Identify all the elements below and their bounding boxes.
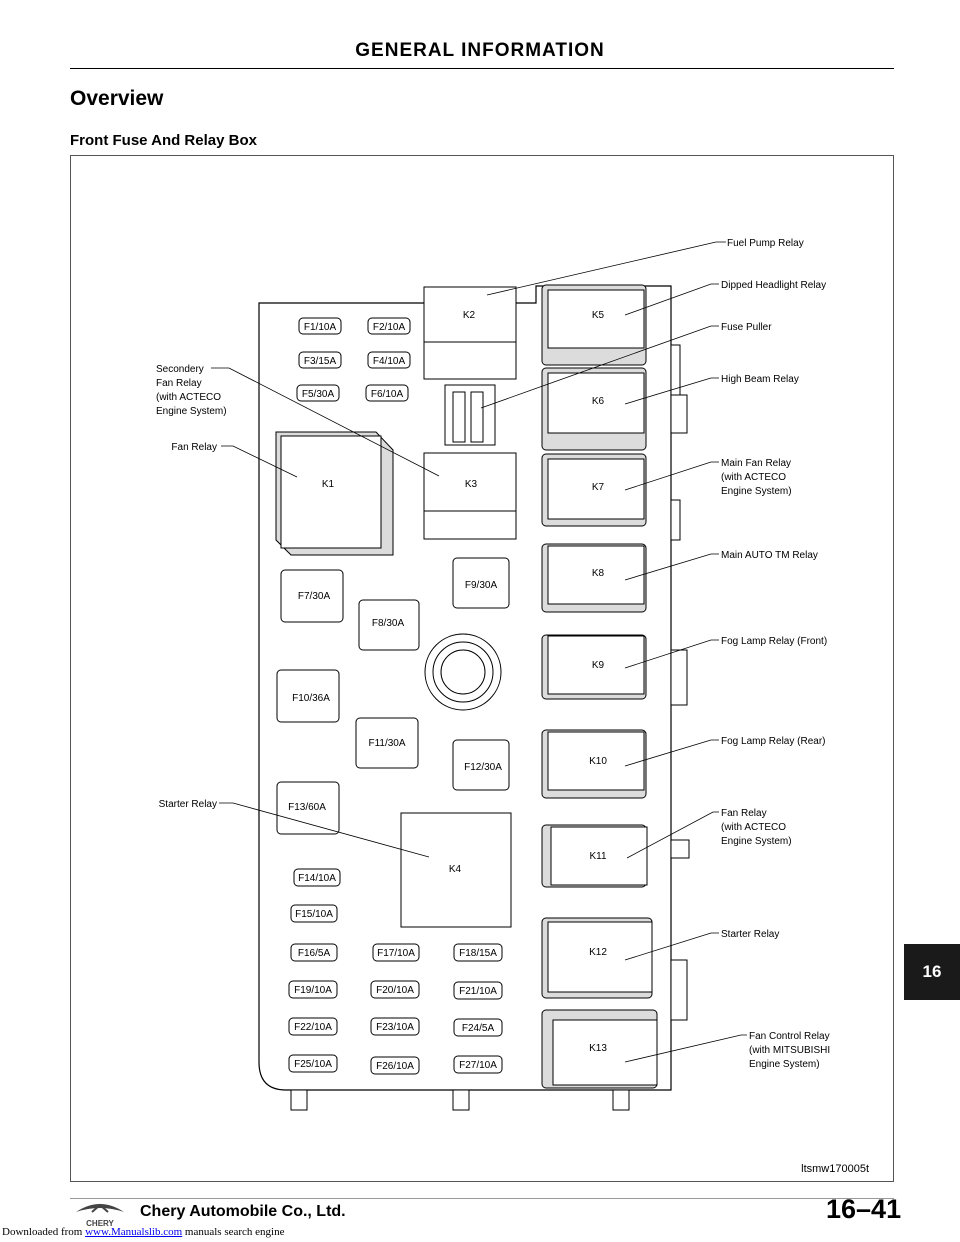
company-name: Chery Automobile Co., Ltd. [140, 1203, 346, 1220]
callout-main-auto-tm-relay: Main AUTO TM Relay [721, 550, 818, 561]
callout-fuel-pump-relay: Fuel Pump Relay [727, 238, 804, 249]
callout-fan-control-relay-line3: Engine System) [749, 1059, 820, 1070]
fuse-f12-label: F12/30A [464, 762, 502, 773]
manualslib-link[interactable]: www.Manualslib.com [85, 1226, 183, 1238]
callout-fan-relay-acteco-line2: (with ACTECO [721, 822, 786, 833]
callout-fog-lamp-front: Fog Lamp Relay (Front) [721, 636, 827, 647]
relay-k8-label: K8 [592, 568, 605, 579]
callout-main-fan-relay-line2: (with ACTECO [721, 472, 786, 483]
fuse-f14-label: F14/10A [298, 873, 336, 884]
callout-secondary-fan-relay-line2: Fan Relay [156, 378, 202, 389]
download-suffix: manuals search engine [182, 1226, 285, 1238]
fuse-f1-label: F1/10A [304, 322, 337, 333]
callout-starter-relay-right: Starter Relay [721, 929, 779, 940]
figure-id: ltsmw170005t [801, 1163, 869, 1175]
section-subtitle: Front Fuse And Relay Box [70, 132, 257, 149]
section-title: Overview [70, 87, 164, 110]
fuse-f20-label: F20/10A [376, 985, 414, 996]
relay-k7-label: K7 [592, 482, 605, 493]
fuse-box-diagram: .lbl { font-size:10px; fill:#000; stroke… [156, 238, 830, 1111]
fuse-f11-label: F11/30A [368, 738, 405, 749]
fuse-f17-label: F17/10A [377, 948, 415, 959]
relay-k1-label: K1 [322, 479, 335, 490]
fuse-f21-label: F21/10A [459, 986, 497, 997]
relay-k13-label: K13 [589, 1043, 607, 1054]
fuse-f3-label: F3/15A [304, 356, 337, 367]
callout-secondary-fan-relay-line3: (with ACTECO [156, 392, 221, 403]
relay-k12-label: K12 [589, 947, 607, 958]
chery-logo-icon: CHERY [76, 1203, 124, 1228]
callout-high-beam-relay: High Beam Relay [721, 374, 799, 385]
callout-fog-lamp-rear: Fog Lamp Relay (Rear) [721, 736, 825, 747]
chapter-tab: 16 [904, 944, 960, 1000]
fuse-f24-label: F24/5A [462, 1023, 495, 1034]
fuse-f6-label: F6/10A [371, 389, 404, 400]
relay-k10-label: K10 [589, 756, 607, 767]
fuse-f27-label: F27/10A [459, 1060, 497, 1071]
callout-fan-control-relay-line2: (with MITSUBISHI [749, 1045, 830, 1056]
callout-main-fan-relay: Main Fan Relay [721, 458, 791, 469]
fuse-f22-label: F22/10A [294, 1022, 332, 1033]
relay-k5-label: K5 [592, 310, 605, 321]
fuse-f26-label: F26/10A [376, 1061, 414, 1072]
download-notice: Downloaded from www.Manualslib.com manua… [2, 1226, 284, 1238]
relay-k3-label: K3 [465, 479, 478, 490]
fuse-f9-label: F9/30A [465, 580, 498, 591]
footer-divider [70, 1198, 894, 1199]
fuse-f2-label: F2/10A [373, 322, 406, 333]
callout-starter-relay-left: Starter Relay [159, 799, 217, 810]
callout-fan-control-relay: Fan Control Relay [749, 1031, 830, 1042]
callout-secondary-fan-relay-line4: Engine System) [156, 406, 227, 417]
callout-main-fan-relay-line3: Engine System) [721, 486, 792, 497]
fuse-f7-label: F7/30A [298, 591, 331, 602]
fuse-f15-label: F15/10A [295, 909, 333, 920]
fuse-f19-label: F19/10A [294, 985, 332, 996]
fuse-f23-label: F23/10A [376, 1022, 414, 1033]
callout-fan-relay: Fan Relay [171, 442, 217, 453]
fuse-f4-label: F4/10A [373, 356, 406, 367]
page-number: 16–41 [826, 1194, 902, 1224]
callout-fan-relay-acteco-line3: Engine System) [721, 836, 792, 847]
download-prefix: Downloaded from [2, 1226, 86, 1238]
relay-k11-label: K11 [589, 851, 606, 862]
fuse-f5-label: F5/30A [302, 389, 335, 400]
header-divider [70, 68, 894, 69]
fuse-f16-label: F16/5A [298, 948, 331, 959]
callout-fan-relay-acteco: Fan Relay [721, 808, 767, 819]
fuse-f18-label: F18/15A [459, 948, 497, 959]
page-header-title: GENERAL INFORMATION [355, 40, 605, 61]
relay-k2-label: K2 [463, 310, 476, 321]
relay-k9-label: K9 [592, 660, 605, 671]
fuse-f10-label: F10/36A [292, 693, 330, 704]
relay-k4-label: K4 [449, 864, 462, 875]
callout-secondary-fan-relay: Secondery [156, 364, 204, 375]
chery-logo-text: CHERY [86, 1219, 114, 1228]
callout-dipped-headlight-relay: Dipped Headlight Relay [721, 280, 826, 291]
relay-k6-label: K6 [592, 396, 605, 407]
fuse-f25-label: F25/10A [294, 1059, 332, 1070]
fuse-f8-label: F8/30A [372, 618, 405, 629]
fuse-box-figure: .lbl { font-size:10px; fill:#000; stroke… [70, 155, 894, 1182]
fuse-f13-label: F13/60A [288, 802, 326, 813]
callout-fuse-puller: Fuse Puller [721, 322, 772, 333]
